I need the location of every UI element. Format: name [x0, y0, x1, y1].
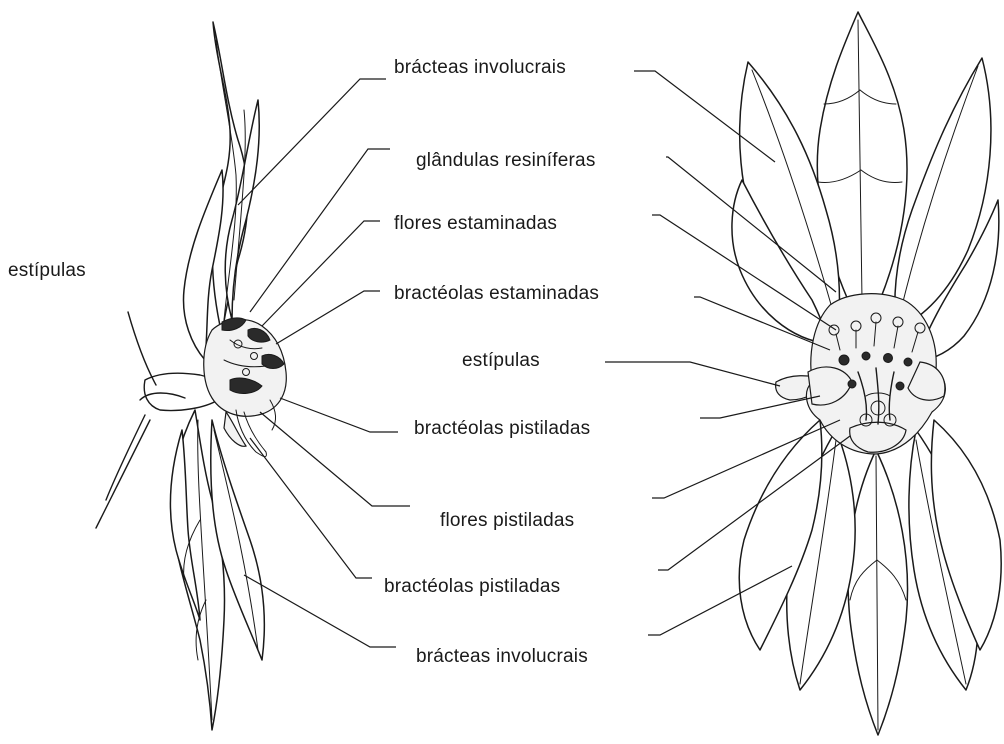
label-resin-glands: glândulas resiníferas	[416, 150, 596, 171]
leader-pist-flowers-left	[260, 412, 410, 506]
label-staminate-bracteoles: bractéolas estaminadas	[394, 283, 599, 304]
leader-stam-bracteole-left	[276, 291, 380, 344]
leader-staminate-left	[262, 221, 380, 326]
leader-stipules-right	[605, 362, 780, 386]
label-involucral-bracts-bottom: brácteas involucrais	[416, 646, 588, 667]
label-stipules-left: estípulas	[8, 260, 86, 281]
leader-involucral-bottom-left	[244, 575, 396, 647]
left-specimen	[96, 22, 286, 730]
leader-pist-bracteole-right-1	[700, 396, 820, 418]
right-specimen	[732, 12, 1001, 735]
label-pistillate-flowers: flores pistiladas	[440, 510, 574, 531]
label-pistillate-bracteoles-2: bractéolas pistiladas	[384, 576, 560, 597]
left-stipule-2	[96, 420, 150, 528]
label-pistillate-bracteoles-1: bractéolas pistiladas	[414, 418, 590, 439]
leader-resin-left	[250, 149, 390, 312]
leader-pist-bracteole-left-1	[280, 398, 398, 432]
label-stipules-center: estípulas	[462, 350, 540, 371]
left-stipule-3	[106, 415, 145, 500]
labels: estípulas brácteas involucrais glândulas…	[8, 57, 599, 667]
leader-pist-bracteole-left-2	[250, 438, 372, 578]
leader-involucral-top-left	[238, 79, 386, 205]
label-involucral-bracts-top: brácteas involucrais	[394, 57, 566, 78]
label-staminate-flowers: flores estaminadas	[394, 213, 557, 234]
left-stipule-1	[128, 312, 156, 385]
